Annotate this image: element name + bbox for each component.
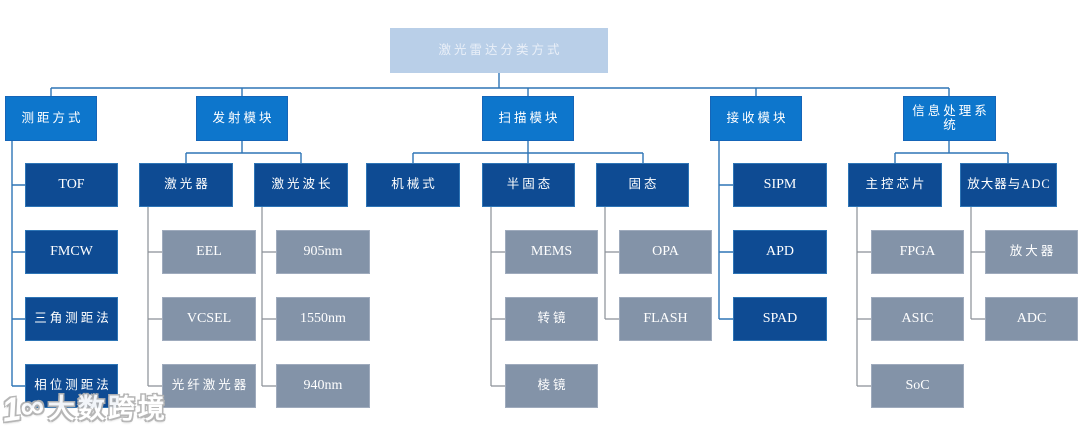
node-laser: 激光器 — [139, 163, 233, 207]
node-solid-state: 固态 — [596, 163, 689, 207]
node-fpga: FPGA — [871, 230, 964, 274]
node-1550nm: 1550nm — [276, 297, 370, 341]
node-rotating-mirror: 转镜 — [505, 297, 598, 341]
node-940nm: 940nm — [276, 364, 370, 408]
node-fiber-laser: 光纤激光器 — [162, 364, 256, 408]
node-transmit-module: 发射模块 — [196, 96, 288, 141]
node-ranging-method: 测距方式 — [5, 96, 97, 141]
node-fmcw: FMCW — [25, 230, 118, 274]
node-semi-solid: 半固态 — [482, 163, 575, 207]
node-prism: 棱镜 — [505, 364, 598, 408]
node-adc: ADC — [985, 297, 1078, 341]
node-laser-wavelength: 激光波长 — [254, 163, 348, 207]
node-opa: OPA — [619, 230, 712, 274]
node-vcsel: VCSEL — [162, 297, 256, 341]
node-amplifier: 放大器 — [985, 230, 1078, 274]
node-asic: ASIC — [871, 297, 964, 341]
node-triangulation: 三角测距法 — [25, 297, 118, 341]
node-tof: TOF — [25, 163, 118, 207]
node-eel: EEL — [162, 230, 256, 274]
node-scan-module: 扫描模块 — [482, 96, 574, 141]
node-sipm: SIPM — [733, 163, 827, 207]
node-phase-ranging: 相位测距法 — [25, 364, 118, 408]
node-mechanical: 机械式 — [366, 163, 460, 207]
connector-gray-group — [147, 207, 985, 387]
node-receive-module: 接收模块 — [710, 96, 802, 141]
node-apd: APD — [733, 230, 827, 274]
brand-watermark: 1∞ 大数跨境 — [0, 386, 168, 429]
node-info-processing: 信息处理系统 — [903, 96, 996, 141]
brand-name-text: 大数跨境 — [47, 393, 168, 424]
node-flash: FLASH — [619, 297, 712, 341]
node-main-control-chip: 主控芯片 — [848, 163, 942, 207]
connector-blue-group — [11, 73, 1009, 387]
node-amplifier-and-adc: 放大器与ADC — [960, 163, 1057, 207]
node-soc: SoC — [871, 364, 964, 408]
node-lidar-classification: 激光雷达分类方式 — [390, 28, 608, 73]
brand-logo-icon: 1∞ — [0, 386, 47, 429]
node-mems: MEMS — [505, 230, 598, 274]
node-spad: SPAD — [733, 297, 827, 341]
node-905nm: 905nm — [276, 230, 370, 274]
